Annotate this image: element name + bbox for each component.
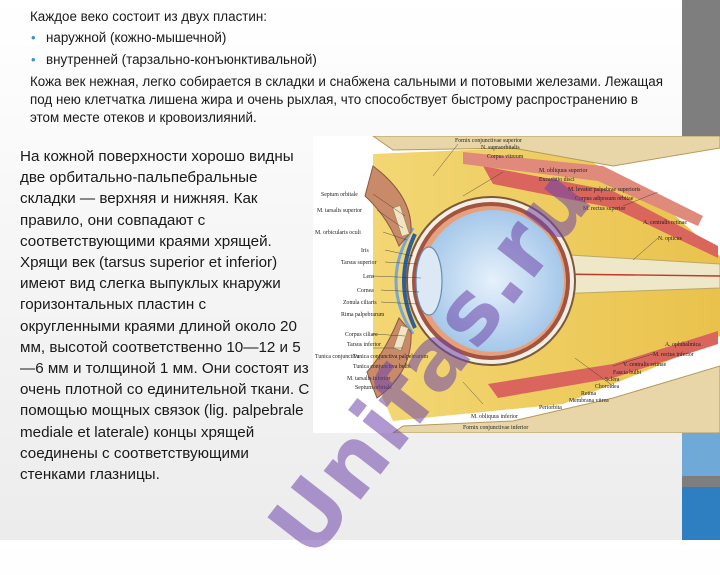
bullet-text: внутренней (тарзально-конъюнктивальной) (46, 52, 317, 67)
orbit-floor-shape (392, 365, 720, 433)
label-n-opticus: N. opticus (658, 236, 683, 242)
label-septum-orbitale-sup: Septum orbitale (321, 192, 358, 198)
label-excavatio-disci: Excavatio disci (539, 177, 575, 183)
label-cornea: Cornea (357, 288, 374, 294)
superior-rectus-shape (483, 166, 718, 258)
central-retinal-artery-line (552, 273, 720, 277)
label-corpus-ciliare: Corpus ciliare (345, 332, 378, 338)
tarsus-inferior-shape (392, 324, 410, 352)
list-item: • внутренней (тарзально-конъюнктивальной) (30, 51, 670, 69)
vitreous-body-shape (422, 210, 564, 352)
inferior-rectus-shape (488, 331, 718, 398)
label-m-orbicularis: M. orbicularis oculi (315, 230, 361, 236)
label-tarsus-sup: Tarsus superior (341, 260, 377, 266)
label-n-supraorbitalis: N. supraorbitalis (481, 145, 520, 151)
label-fornix-sup: Fornix conjunctivae superior (455, 138, 522, 144)
label-lens: Lens (363, 274, 375, 280)
bullet-dot-icon: • (31, 52, 36, 67)
label-periorbita: Periorbita (539, 405, 562, 411)
label-m-rectus-sup: M. rectus superior (583, 206, 625, 212)
label-a-centralis-retinae: A. centralis retinae (643, 220, 687, 226)
label-tunica-conjunctiva: Tunica conjunctiva (315, 354, 360, 360)
label-m-tarsalis-sup: M. tarsalis superior (317, 208, 362, 214)
label-v-centralis-retinae: V. centralis retinae (623, 362, 667, 368)
eye-anatomy-figure: Fornix conjunctivae superior N. supraorb… (313, 136, 720, 433)
iris-shape (402, 233, 417, 329)
label-m-obliquus-inf: M. obliquus inferior (471, 413, 518, 420)
tarsus-superior-shape (392, 204, 410, 238)
label-tarsus-inf: Tarsus inferior (347, 341, 381, 348)
label-a-ophthalmica: A. ophthalmica (665, 342, 701, 348)
label-corpus-vitreum: Corpus vitreum (487, 154, 524, 160)
intro-paragraph: Кожа век нежная, легко собирается в скла… (30, 74, 663, 125)
label-retina: Retina (581, 391, 597, 397)
label-m-tarsalis-inf: M. tarsalis inferior (347, 375, 390, 382)
lens-shape (415, 246, 443, 316)
cornea-shape (394, 227, 415, 335)
bullet-text: наружной (кожно-мышечной) (46, 30, 227, 45)
label-septum-orbitale-inf: Septum orbitale (355, 385, 392, 391)
intro-block: Каждое веко состоит из двух пластин: • на… (30, 8, 670, 127)
body-paragraph-1: На кожной поверхности хорошо видны две о… (20, 148, 294, 250)
bullet-dot-icon: • (31, 30, 36, 45)
label-m-levator: M. levator palpebrae superioris (568, 187, 641, 193)
label-fornix-inf: Fornix conjunctivae inferior (463, 424, 528, 431)
list-item: • наружной (кожно-мышечной) (30, 29, 670, 47)
label-zonula-ciliaris: Zonula ciliaris (343, 300, 377, 306)
accent-square-3 (682, 487, 720, 540)
label-m-obliquus-sup: M. obliquus superior (539, 168, 588, 174)
label-tunica-palpebrarum: Tunica conjunctiva palpebrarum (353, 354, 429, 360)
label-choroidea: Choroidea (595, 384, 620, 390)
label-rima-palpebrarum: Rima palpebrarum (341, 312, 385, 318)
levator-muscle-shape (463, 152, 703, 226)
accent-square-2 (682, 430, 720, 476)
label-corpus-adiposum: Corpus adiposum orbitae (575, 196, 634, 202)
body-paragraph-2: Хрящи век (tarsus superior et inferior) … (20, 254, 310, 484)
intro-bullet-list: • наружной (кожно-мышечной) • внутренней (… (30, 29, 670, 69)
label-sclera: Sclera (605, 377, 620, 383)
label-fascia-bulbi: Fascia bulbi (613, 370, 642, 376)
label-tunica-bulbi: Tunica conjunctiva bulbi (353, 364, 411, 370)
intro-heading: Каждое веко состоит из двух пластин: (30, 9, 267, 24)
label-iris: Iris (361, 248, 369, 254)
orbit-roof-shape (372, 136, 720, 167)
leader-lines (372, 143, 659, 405)
label-membrana-vitrea: Membrana vitrea (569, 398, 609, 404)
label-m-rectus-inf: M. rectus inferior (653, 351, 694, 358)
eye-anatomy-illustration: Fornix conjunctivae superior N. supraorb… (315, 136, 720, 433)
body-text: На кожной поверхности хорошо видны две о… (20, 146, 310, 485)
